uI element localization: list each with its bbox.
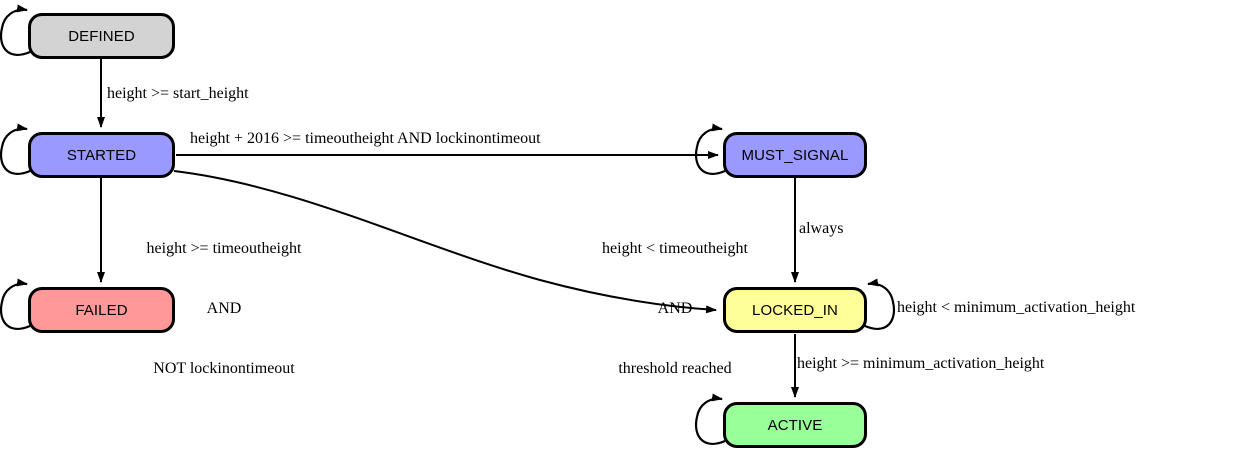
state-node-must-signal[interactable]: MUST_SIGNAL bbox=[723, 132, 867, 178]
state-label-failed: FAILED bbox=[75, 301, 128, 319]
state-label-defined: DEFINED bbox=[68, 27, 135, 45]
edge-failed-self[interactable] bbox=[0, 278, 31, 330]
edge-label-started-mustsignal: height + 2016 >= timeoutheight AND locki… bbox=[190, 130, 541, 147]
edge-label-lockedin-self: height < minimum_activation_height bbox=[897, 299, 1136, 316]
edge-label-started-failed-line3: NOT lockinontimeout bbox=[153, 360, 295, 377]
edge-label-started-lockedin-line1: height < timeoutheight bbox=[602, 240, 748, 257]
edge-label-started-failed-line2: AND bbox=[206, 300, 242, 317]
state-node-started[interactable]: STARTED bbox=[28, 132, 175, 178]
edge-label-started-failed-line1: height >= timeoutheight bbox=[146, 240, 302, 257]
state-label-started: STARTED bbox=[66, 146, 137, 164]
state-node-active[interactable]: ACTIVE bbox=[723, 402, 867, 448]
edge-label-started-failed: height >= timeoutheight AND NOT lockinon… bbox=[101, 199, 347, 419]
edge-label-started-lockedin-line3: threshold reached bbox=[618, 360, 732, 377]
edge-mustsignal-self[interactable] bbox=[694, 123, 726, 175]
edge-label-started-lockedin-line2: AND bbox=[657, 300, 693, 317]
edge-label-mustsignal-lockedin: always bbox=[799, 220, 844, 237]
edge-label-lockedin-active: height >= minimum_activation_height bbox=[797, 355, 1045, 372]
state-label-locked-in: LOCKED_IN bbox=[752, 301, 838, 319]
edge-label-defined-started: height >= start_height bbox=[107, 85, 249, 102]
state-label-must-signal: MUST_SIGNAL bbox=[741, 146, 849, 164]
state-node-failed[interactable]: FAILED bbox=[28, 287, 175, 333]
state-label-active: ACTIVE bbox=[767, 416, 823, 434]
edge-started-self[interactable] bbox=[0, 123, 31, 175]
edge-defined-self[interactable] bbox=[0, 4, 31, 56]
edge-started-lockedin[interactable] bbox=[173, 170, 717, 314]
edge-label-started-lockedin: height < timeoutheight AND threshold rea… bbox=[563, 199, 787, 419]
edge-active-self[interactable] bbox=[694, 393, 726, 445]
edge-lockedin-self[interactable] bbox=[864, 278, 896, 330]
state-node-defined[interactable]: DEFINED bbox=[28, 13, 175, 59]
state-node-locked-in[interactable]: LOCKED_IN bbox=[723, 287, 867, 333]
